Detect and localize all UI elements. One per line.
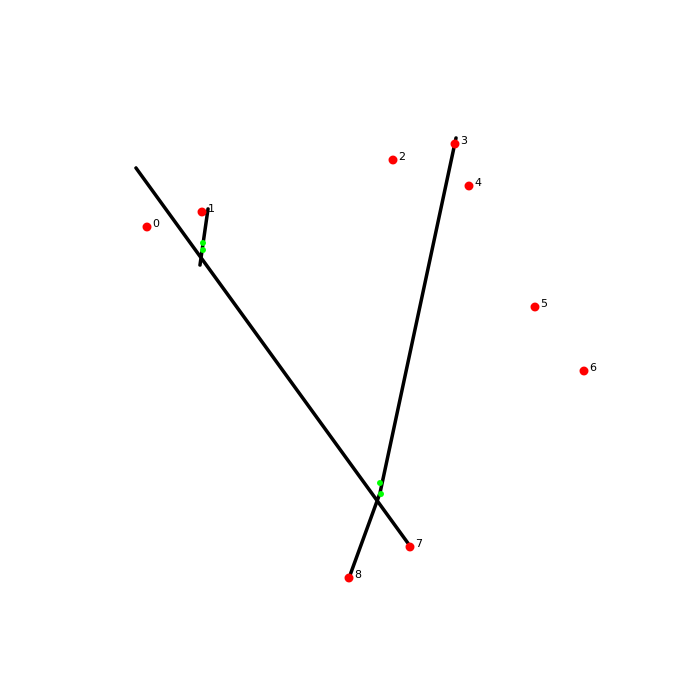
point-label: 4: [475, 176, 482, 189]
intersection-marker-x2: [200, 247, 206, 253]
segment-line-a: [134, 166, 412, 548]
point-marker: [405, 542, 415, 552]
point-marker: [142, 222, 152, 232]
intersection-marker-x3: [377, 480, 383, 486]
point-marker: [388, 155, 398, 165]
point-0: 0: [142, 217, 160, 232]
point-8: 8: [344, 568, 362, 583]
point-marker: [579, 366, 589, 376]
intersection-marker-x1: [200, 240, 206, 246]
point-7: 7: [405, 537, 423, 552]
point-4: 4: [464, 176, 482, 191]
point-label: 2: [399, 150, 406, 163]
point-2: 2: [388, 150, 406, 165]
points-layer: 0 1 2 3 4 5 6 7 8: [142, 134, 597, 583]
segment-line-b: [198, 207, 210, 267]
point-marker: [464, 181, 474, 191]
point-label: 8: [355, 568, 362, 581]
intersection-marker-x4: [378, 491, 384, 497]
segments-layer: [134, 136, 458, 580]
point-label: 6: [590, 361, 597, 374]
point-marker: [530, 302, 540, 312]
point-1: 1: [197, 202, 215, 217]
point-marker: [197, 207, 207, 217]
point-label: 5: [541, 297, 548, 310]
point-label: 0: [153, 217, 160, 230]
point-5: 5: [530, 297, 548, 312]
point-6: 6: [579, 361, 597, 376]
point-label: 1: [208, 202, 215, 215]
point-marker: [344, 573, 354, 583]
point-marker: [450, 139, 460, 149]
segment-line-d: [347, 491, 382, 580]
intersections-layer: [200, 240, 384, 497]
point-3: 3: [450, 134, 468, 149]
point-label: 7: [416, 537, 423, 550]
point-label: 3: [461, 134, 468, 147]
segment-line-c: [378, 136, 458, 495]
